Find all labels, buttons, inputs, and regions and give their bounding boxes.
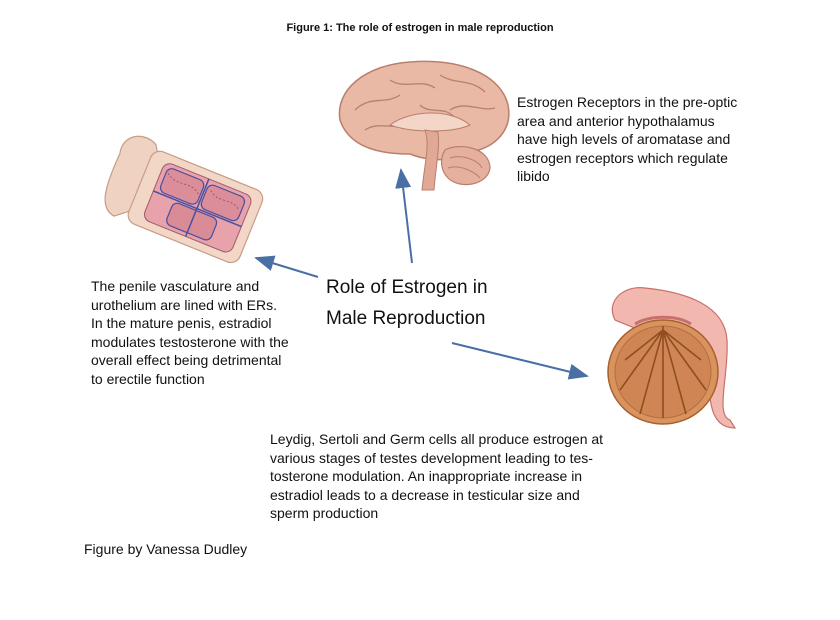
brain-line: estrogen receptors which regulate <box>517 149 728 166</box>
arrow-to-testis <box>451 342 589 380</box>
brain-line: Estrogen Receptors in the pre-optic <box>517 94 738 110</box>
penis-line: The penile vasculature and <box>91 278 260 294</box>
figure-title: Figure 1: The role of estrogen in male r… <box>286 22 554 34</box>
brain-line: area and anterior hypothalamus <box>517 112 715 129</box>
testis-line: various stages of testes development lea… <box>270 449 593 466</box>
center-label-line-1: Role of Estrogen in <box>326 277 488 298</box>
testis-illustration-icon <box>607 287 737 429</box>
testis-line: estradiol leads to a decrease in testicu… <box>270 486 580 503</box>
testis-line: Leydig, Sertoli and Germ cells all produ… <box>270 431 604 447</box>
penis-line: overall effect being detrimental <box>91 352 282 368</box>
penis-line: to erectile function <box>91 370 205 387</box>
center-label: Role of Estrogen in Male Reproduction <box>326 272 556 334</box>
testis-line: sperm production <box>270 505 379 521</box>
penis-description: The penile vasculature and urothelium ar… <box>91 277 321 388</box>
penis-line: In the mature penis, estradiol <box>91 315 272 331</box>
arrow-to-brain <box>395 168 413 264</box>
brain-line: have high levels of aromatase and <box>517 131 731 147</box>
testis-description: Leydig, Sertoli and Germ cells all produ… <box>270 430 630 523</box>
figure-credit: Figure by Vanessa Dudley <box>84 541 248 557</box>
arrow-to-penis <box>254 255 319 278</box>
center-label-line-2: Male Reproduction <box>326 308 486 329</box>
brain-description: Estrogen Receptors in the pre-optic area… <box>517 93 767 186</box>
testis-line: tosterone modulation. An inappropriate i… <box>270 468 583 484</box>
brain-illustration-icon <box>338 60 510 191</box>
penis-cross-section-illustration-icon <box>104 135 264 264</box>
penis-line: modulates testosterone with the <box>91 333 289 350</box>
brain-line: libido <box>517 168 550 184</box>
penis-line: urothelium are lined with ERs. <box>91 296 277 313</box>
